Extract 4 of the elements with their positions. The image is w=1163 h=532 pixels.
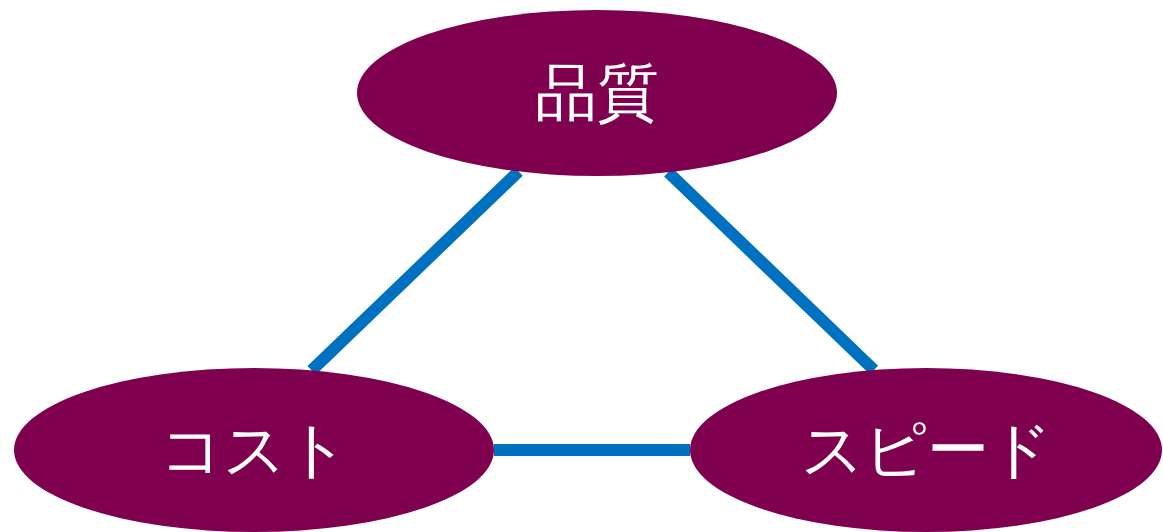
connector-line bbox=[494, 444, 690, 456]
node-label: スピード bbox=[800, 412, 1052, 488]
node-label: コスト bbox=[159, 412, 349, 488]
node-label: 品質 bbox=[535, 55, 659, 131]
